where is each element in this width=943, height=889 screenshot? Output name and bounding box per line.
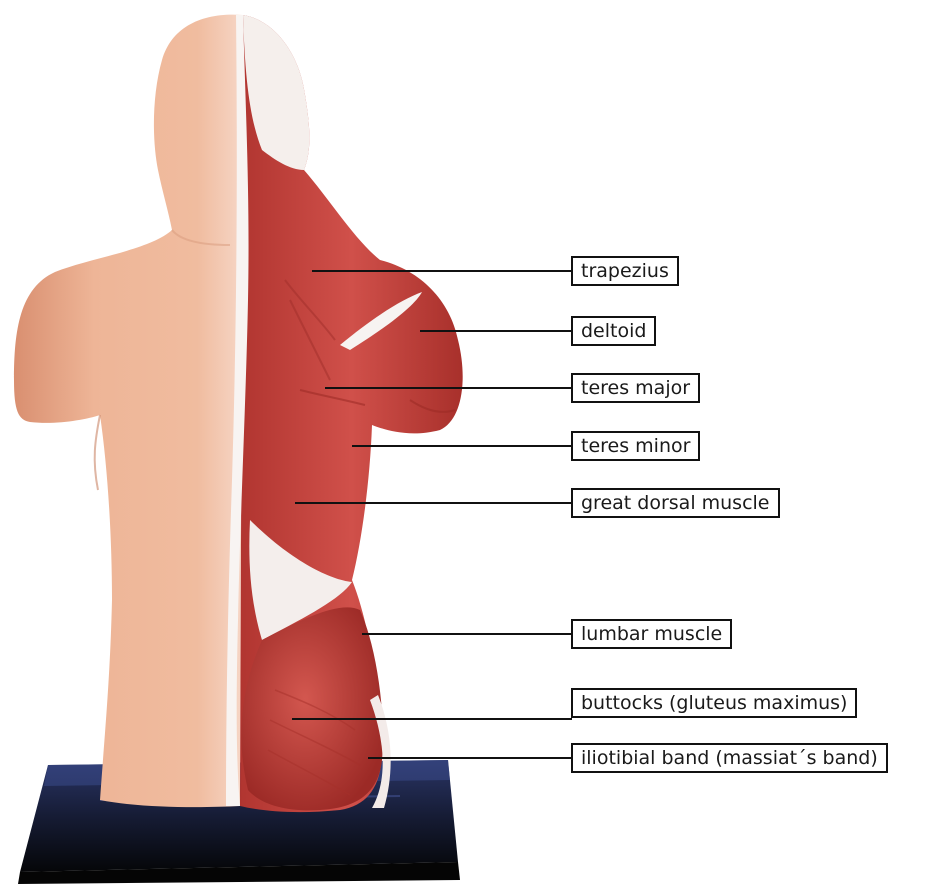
label-gluteus-maximus: buttocks (gluteus maximus) bbox=[571, 688, 857, 718]
label-great-dorsal-muscle: great dorsal muscle bbox=[571, 488, 780, 518]
label-deltoid: deltoid bbox=[571, 316, 656, 346]
label-teres-minor: teres minor bbox=[571, 431, 700, 461]
label-lumbar-muscle: lumbar muscle bbox=[571, 619, 732, 649]
skin-half bbox=[14, 15, 243, 808]
label-trapezius: trapezius bbox=[571, 256, 679, 286]
label-teres-major: teres major bbox=[571, 373, 700, 403]
label-iliotibial-band: iliotibial band (massiat´s band) bbox=[571, 743, 888, 773]
muscle-half bbox=[226, 15, 463, 812]
